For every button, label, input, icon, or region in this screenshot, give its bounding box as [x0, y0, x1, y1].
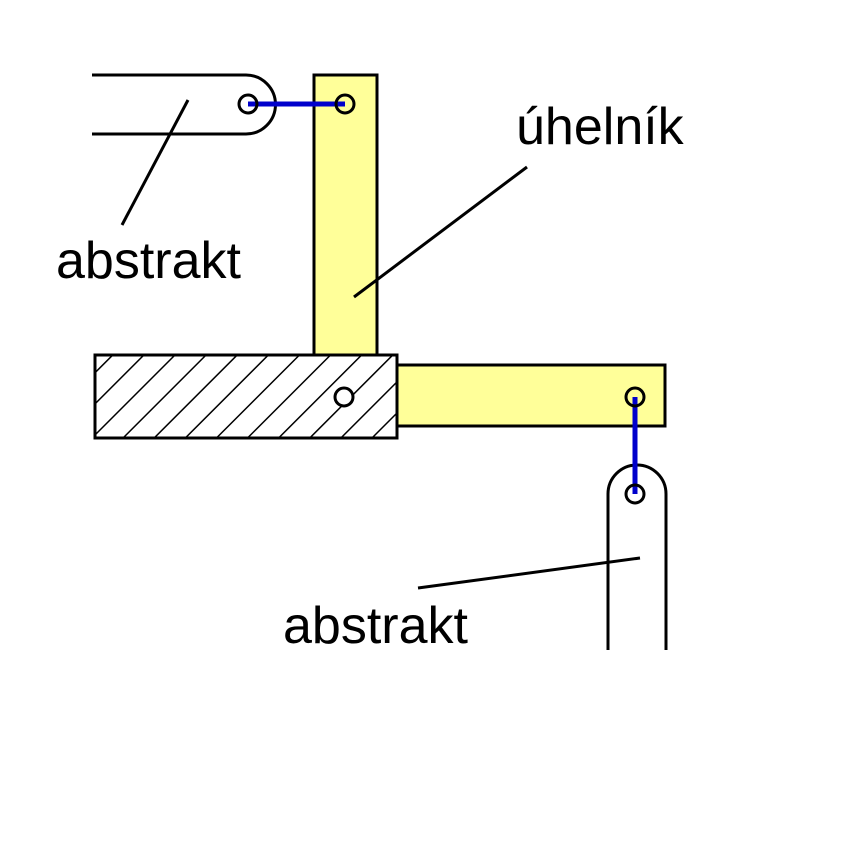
bottom-tracker-label: abstrakt — [283, 597, 469, 655]
bell-crank-horizontal-arm — [395, 363, 667, 428]
bell-crank-leader — [353, 165, 528, 299]
bell-crank — [312, 73, 667, 428]
left-tracker-label: abstrakt — [56, 232, 242, 290]
bottom-tracker-leader — [417, 556, 641, 590]
left-tracker-hole — [237, 93, 259, 115]
left-tracker-leader — [120, 99, 190, 226]
bell-crank-top-hole — [334, 93, 356, 115]
bell-crank-right-hole — [624, 386, 646, 408]
left-tracker — [92, 73, 277, 136]
bell-crank-vertical-arm — [312, 73, 379, 360]
bottom-tracker-hole — [624, 483, 646, 505]
pivot-hole — [333, 386, 355, 408]
bell-crank-label: úhelník — [516, 98, 685, 156]
